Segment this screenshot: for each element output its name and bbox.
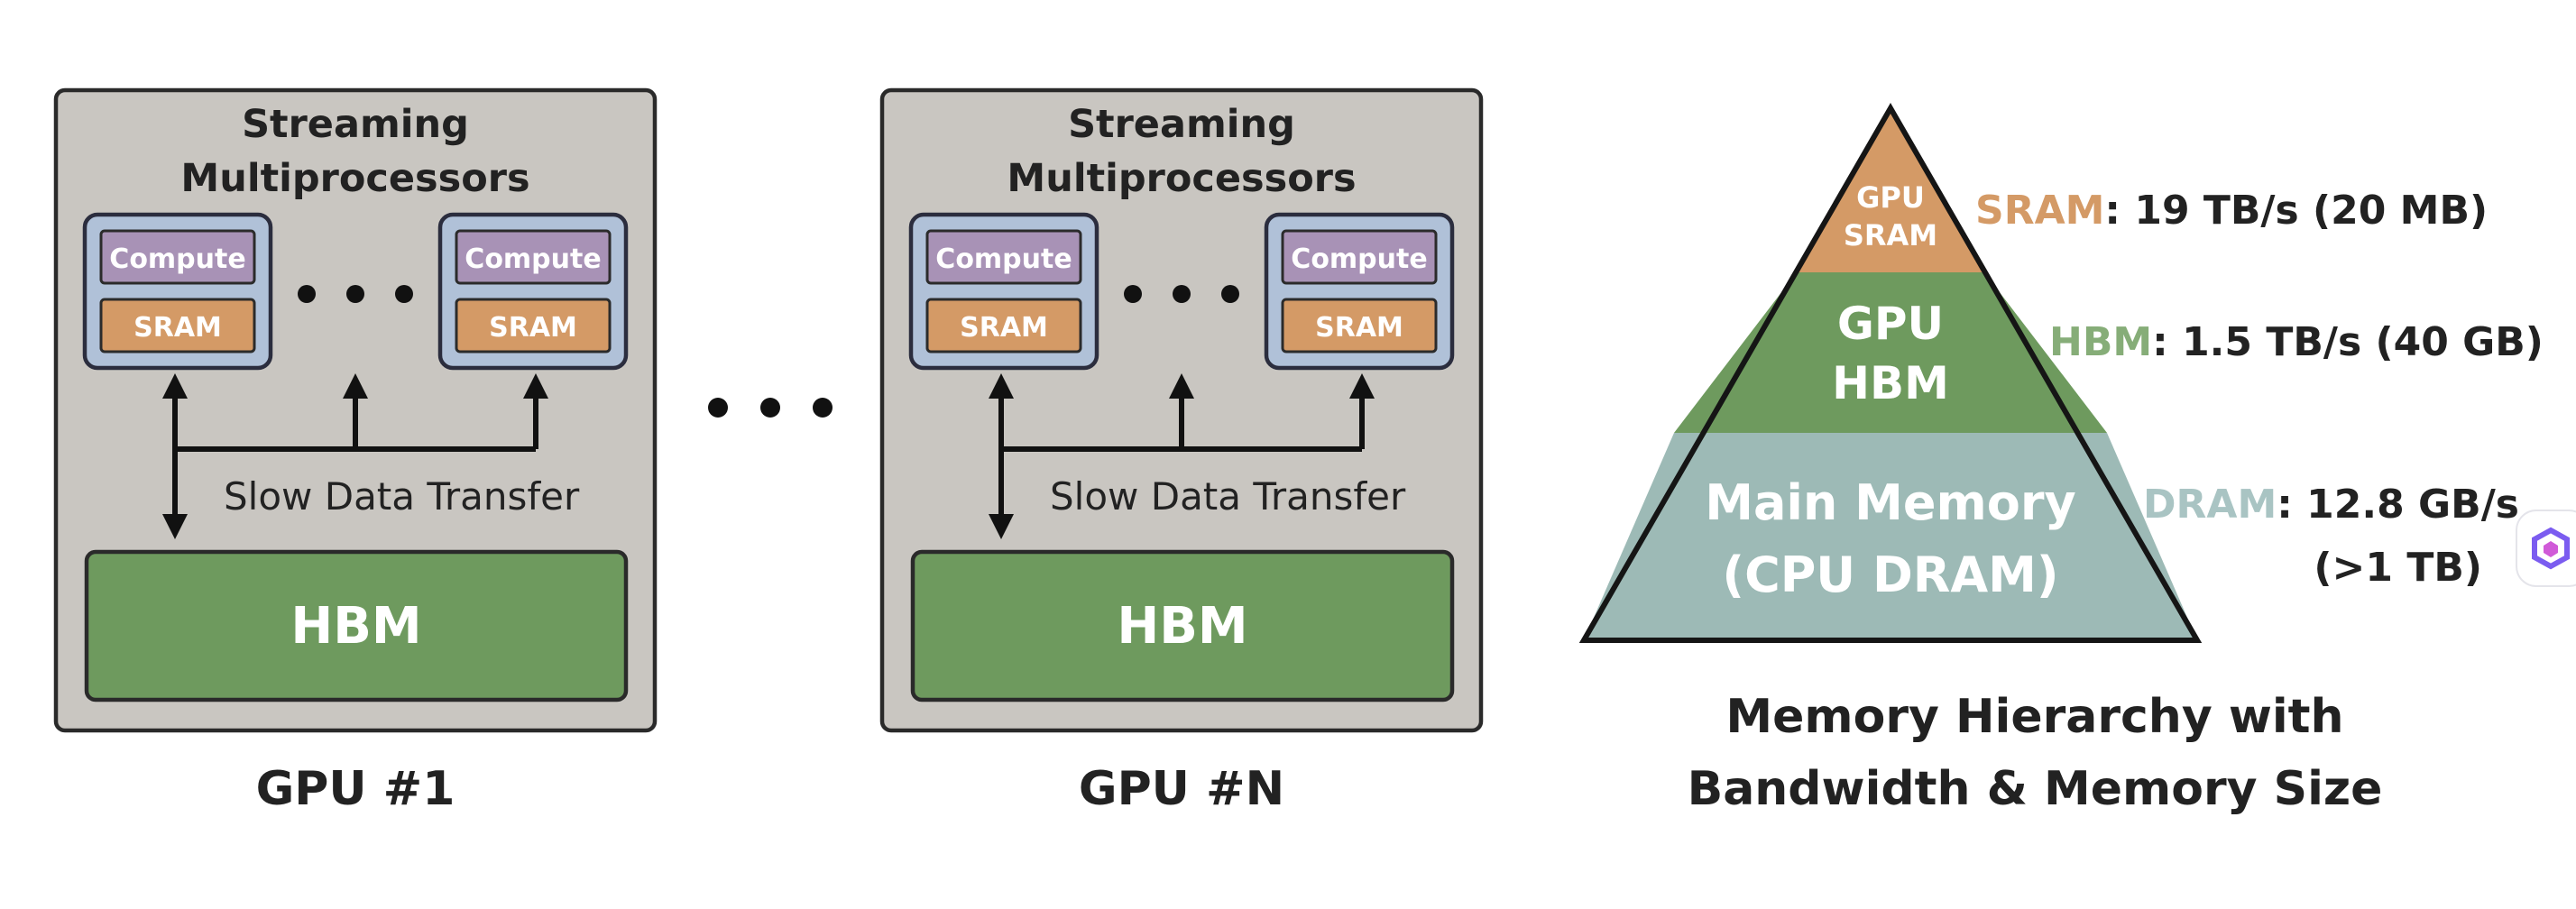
transfer-label: Slow Data Transfer	[224, 474, 580, 519]
sram-spec: SRAM: 19 TB/s (20 MB)	[1975, 188, 2488, 234]
compute-block	[99, 229, 256, 285]
assistant-logo-icon[interactable]	[2516, 510, 2576, 587]
sram-spec-name: SRAM	[1975, 188, 2104, 234]
compute-label: Compute	[935, 243, 1072, 275]
sm-title-line2: Multiprocessors	[1007, 156, 1356, 201]
compute-block	[1281, 229, 1438, 285]
gpu-caption: GPU #N	[1079, 762, 1284, 816]
pyramid-label-hbm-line1: GPU	[1837, 298, 1944, 350]
data-transfer-wires	[989, 373, 1375, 539]
dram-spec-value: : 12.8 GB/s	[2277, 482, 2519, 528]
sm-title-line1: Streaming	[1068, 102, 1295, 147]
pyramid-label-dram-line1: Main Memory	[1705, 474, 2076, 531]
ellipsis-dot	[1173, 285, 1191, 303]
pyramid-level-hbm	[1674, 272, 2107, 433]
gpu-1: Streaming Multiprocessors Compute SRAM C…	[53, 87, 658, 816]
dram-spec-name: DRAM	[2143, 482, 2277, 528]
sm-title-line1: Streaming	[242, 102, 469, 147]
ellipsis-dot	[346, 285, 364, 303]
sm-title-line2: Multiprocessors	[180, 156, 529, 201]
pyramid-level-dram	[1584, 433, 2197, 640]
pyramid-level-sram	[1797, 108, 1984, 272]
compute-block	[925, 229, 1082, 285]
pyramid-label-hbm-line2: HBM	[1832, 357, 1949, 409]
hbm-label: HBM	[290, 597, 421, 656]
sram-label: SRAM	[133, 312, 222, 344]
arrow-down	[989, 514, 1014, 539]
sram-block	[455, 298, 612, 354]
sm-block-left: Compute SRAM	[908, 212, 1099, 371]
arrow-up	[1349, 373, 1375, 399]
hbm-block	[84, 549, 629, 702]
dram-spec: DRAM: 12.8 GB/s	[2143, 482, 2519, 528]
ellipsis-dot	[395, 285, 413, 303]
pyramid-outline	[1578, 102, 2203, 643]
compute-label: Compute	[1291, 243, 1427, 275]
sram-label: SRAM	[960, 312, 1048, 344]
pyramid-label-sram-line2: SRAM	[1844, 218, 1937, 252]
hbm-spec-value: : 1.5 TB/s (40 GB)	[2152, 319, 2544, 365]
sram-label: SRAM	[489, 312, 577, 344]
sm-block-right: Compute SRAM	[1264, 212, 1455, 371]
sm-block-right: Compute SRAM	[437, 212, 629, 371]
ellipsis-dot	[1221, 285, 1239, 303]
sram-spec-value: : 19 TB/s (20 MB)	[2104, 188, 2488, 234]
sram-block	[1281, 298, 1438, 354]
ellipsis-dot	[298, 285, 316, 303]
pyramid-label-sram-line1: GPU	[1856, 180, 1925, 215]
pyramid-label-dram-line2: (CPU DRAM)	[1722, 546, 2058, 603]
ellipsis-dot	[1124, 285, 1142, 303]
gpu-ellipsis-dot	[760, 398, 780, 418]
gpu-caption: GPU #1	[256, 762, 455, 816]
gpu-ellipsis-dot	[813, 398, 833, 418]
arrow-down	[162, 514, 188, 539]
arrow-up	[989, 373, 1014, 399]
memory-pyramid: GPU SRAM GPU HBM Main Memory (CPU DRAM)	[1578, 102, 2203, 643]
compute-block	[455, 229, 612, 285]
hbm-spec: HBM: 1.5 TB/s (40 GB)	[2049, 319, 2544, 365]
sram-label: SRAM	[1315, 312, 1403, 344]
compute-label: Compute	[109, 243, 245, 275]
hbm-label: HBM	[1117, 597, 1247, 656]
pyramid-caption-line1: Memory Hierarchy with	[1725, 690, 2343, 744]
gpu-ellipsis-dot	[708, 398, 728, 418]
sram-block	[925, 298, 1082, 354]
dram-spec-size: (>1 TB)	[2314, 545, 2482, 591]
hbm-spec-name: HBM	[2049, 319, 2152, 365]
sram-block	[99, 298, 256, 354]
arrow-up	[162, 373, 188, 399]
data-transfer-wires	[162, 373, 548, 539]
arrow-up	[343, 373, 368, 399]
gpu-n: Streaming Multiprocessors Compute SRAM C…	[879, 87, 1484, 816]
arrow-up	[523, 373, 548, 399]
pyramid-caption-line2: Bandwidth & Memory Size	[1688, 762, 2383, 816]
compute-label: Compute	[465, 243, 601, 275]
transfer-label: Slow Data Transfer	[1050, 474, 1406, 519]
sm-block-left: Compute SRAM	[82, 212, 273, 371]
arrow-up	[1169, 373, 1194, 399]
hbm-block	[910, 549, 1455, 702]
